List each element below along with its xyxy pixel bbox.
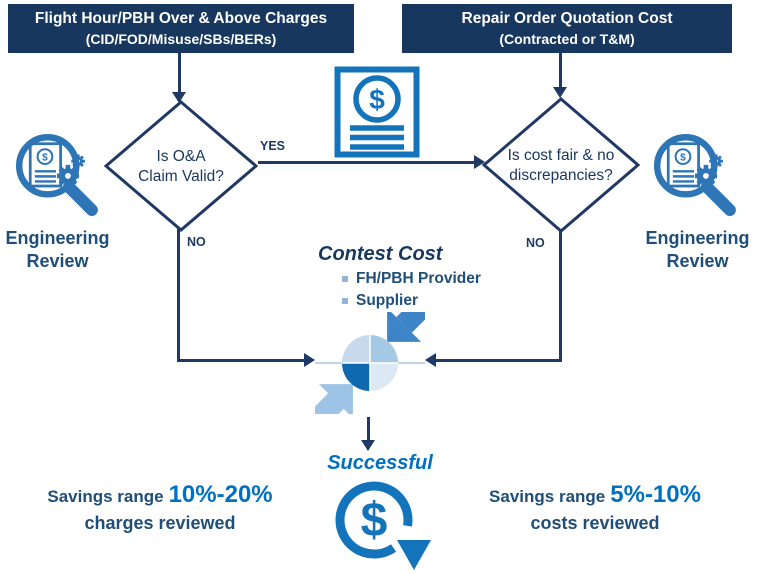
arrowhead-down-icon (172, 92, 186, 103)
list-item: FH/PBH Provider (318, 270, 528, 288)
contest-cost-title: Contest Cost (318, 243, 443, 265)
arrowhead-down-icon (553, 87, 567, 98)
decision-left-line1: Is O&A (156, 148, 206, 165)
engineering-label-line2: Review (666, 251, 729, 271)
successful-label: Successful (327, 452, 433, 474)
cost-reduction-tile: $ (313, 470, 435, 574)
svg-text:$: $ (42, 152, 48, 163)
savings-right-note: costs reviewed (530, 513, 660, 533)
connector-no-right-vertical (559, 231, 562, 362)
connector-to-successful (367, 417, 370, 441)
connector-no-left-horizontal (177, 359, 304, 362)
connector-right-box-to-diamond (559, 53, 562, 87)
engineering-label-line1: Engineering (645, 228, 750, 248)
bullet-square-icon (342, 298, 348, 304)
decision-right-text: Is cost fair & no discrepancies? (482, 146, 640, 185)
label-no-left: NO (187, 235, 206, 249)
box-left-subtitle: (CID/FOD/Misuse/SBs/BERs) (85, 30, 277, 47)
connector-no-right-horizontal (436, 359, 562, 362)
cost-reduction-dollar-icon: $ (335, 481, 431, 570)
decision-diamond-cost-fair (482, 97, 640, 233)
arrow-down-icon (397, 540, 431, 570)
engineering-review-tile-left: $ (10, 128, 102, 222)
arrowhead-left-icon (425, 353, 436, 367)
label-yes: YES (260, 139, 286, 153)
contest-negotiation-arrows-icon (306, 295, 434, 431)
engineering-review-label-left: Engineering Review (0, 227, 115, 273)
dollar-invoice-icon: $ (334, 66, 420, 158)
decision-diamond-claim-valid (104, 100, 258, 232)
box-right-title: Repair Order Quotation Cost (461, 9, 673, 27)
engineering-label-line1: Engineering (5, 228, 110, 248)
connector-no-left-vertical (177, 229, 180, 362)
arrowhead-down-icon (361, 440, 375, 451)
bullet-square-icon (342, 276, 348, 282)
contest-negotiation-tile (306, 295, 434, 431)
decision-right-line1: Is cost fair & no (507, 147, 615, 164)
label-no-right: NO (526, 236, 545, 250)
savings-right-prefix: Savings range (489, 487, 606, 506)
contest-cost-block: Contest Cost FH/PBH Provider Supplier (318, 243, 528, 310)
engineering-review-magnifier-icon: $ (15, 134, 98, 216)
box-right-subtitle: (Contracted or T&M) (499, 30, 635, 47)
contest-item-fhpbh: FH/PBH Provider (356, 270, 481, 287)
savings-left-prefix: Savings range (47, 487, 164, 506)
list-item: Supplier (318, 292, 528, 310)
engineering-review-label-right: Engineering Review (640, 227, 755, 273)
engineering-review-magnifier-icon: $ (653, 134, 736, 216)
decision-right-line2: discrepancies? (509, 166, 613, 184)
arrowhead-right-icon (304, 353, 315, 367)
box-flight-hour-charges: Flight Hour/PBH Over & Above Charges (CI… (8, 4, 354, 53)
box-left-title: Flight Hour/PBH Over & Above Charges (34, 9, 328, 27)
engineering-review-tile-right: $ (648, 128, 740, 222)
engineering-label-line2: Review (26, 251, 89, 271)
contest-item-supplier: Supplier (356, 292, 419, 309)
decision-left-line2: Claim Valid? (138, 167, 224, 185)
savings-left-note: charges reviewed (84, 513, 236, 533)
decision-left-text: Is O&A Claim Valid? (104, 147, 258, 186)
svg-text:$: $ (361, 494, 388, 547)
connector-yes-line (258, 161, 474, 164)
savings-right-range: 5%-10% (610, 481, 701, 508)
savings-left-range: 10%-20% (168, 481, 273, 508)
connector-left-box-to-diamond (178, 53, 181, 92)
box-repair-order-cost: Repair Order Quotation Cost (Contracted … (402, 4, 732, 53)
svg-text:$: $ (680, 152, 686, 163)
arrowhead-right-icon (474, 155, 485, 169)
svg-text:$: $ (369, 84, 385, 115)
